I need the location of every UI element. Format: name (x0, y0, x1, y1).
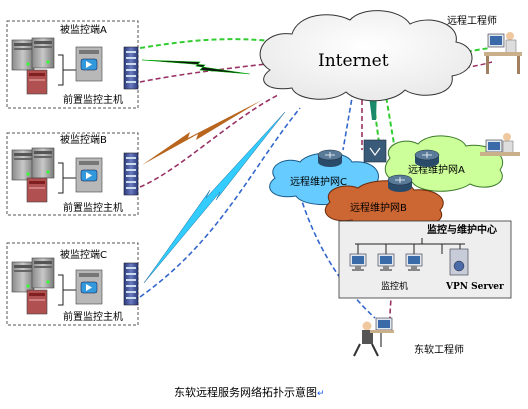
rack-c-icon (123, 262, 139, 306)
site-a-host-label: 前置监控主机 (63, 93, 123, 106)
monitor-host-icon (75, 157, 103, 193)
router-icon (387, 174, 413, 193)
neusoft-engineer: 东软工程师 (353, 317, 464, 357)
person-icon (362, 321, 372, 331)
monitoring-center-title: 监控与维护中心 (427, 223, 497, 236)
monitor-host-icon (75, 46, 103, 82)
neusoft-engineer-label: 东软工程师 (414, 343, 464, 356)
site-a-box (6, 20, 139, 109)
site-b-bolt-link (142, 100, 262, 165)
server-icon (26, 177, 48, 203)
site-c-label: 被监控端C (60, 248, 107, 261)
paragraph-mark: ↵ (317, 389, 325, 399)
site-c-blue-link (139, 107, 301, 298)
site-a-bolt-link (141, 59, 251, 75)
monitored-site-b: 被监控端B 前置监控主机 (6, 132, 139, 216)
person-body (362, 330, 373, 344)
router-icon (317, 149, 343, 168)
network-a-cloud (384, 135, 504, 192)
person-icon (503, 133, 511, 141)
site-a-purple-link (139, 61, 286, 83)
monitored-site-c: 被监控端C 前置监控主机 (6, 242, 139, 326)
monitoring-center: 监控与维护中心 监控机 VPN Server (338, 220, 512, 299)
site-a-green-link (139, 38, 281, 49)
server-icon (11, 39, 35, 71)
site-b-host-label: 前置监控主机 (63, 201, 123, 214)
site-b-label: 被监控端B (60, 133, 107, 146)
server-icon (26, 69, 48, 95)
site-c-host-label: 前置监控主机 (63, 310, 123, 323)
remote-engineer-label: 远程工程师 (447, 14, 497, 27)
person-icon (506, 32, 514, 40)
monitor-label: 监控机 (381, 280, 408, 292)
rack-a-icon (123, 46, 139, 90)
site-a-label: 被监控端A (60, 23, 107, 36)
network-b-label: 远程维护网B (350, 201, 407, 214)
internet-cloud-shape (259, 10, 473, 102)
internet-cloud: Internet (259, 10, 473, 102)
server-icon (11, 149, 35, 181)
monitor-host-icon (75, 269, 103, 305)
network-a-engineer (480, 133, 520, 156)
monitoring-center-box (338, 220, 512, 299)
maintenance-network-b: 远程维护网B (324, 180, 444, 230)
server-icon (31, 37, 55, 69)
switch-icon (363, 139, 387, 163)
site-b-purple-link (139, 94, 279, 188)
router-icon (414, 149, 440, 168)
rack-b-icon (123, 152, 139, 196)
monitored-site-a: 被监控端A 前置监控主机 (6, 20, 139, 109)
server-icon (31, 147, 55, 179)
diagram-caption: 东软远程服务网络拓扑示意图↵ (174, 385, 325, 399)
site-c-bolt-link (143, 111, 286, 284)
vpn-server-label: VPN Server (445, 282, 504, 292)
server-icon (31, 257, 55, 289)
vpn-server-icon (449, 248, 469, 276)
network-b-cloud (324, 180, 444, 230)
server-icon (11, 261, 35, 293)
internet-label: Internet (318, 51, 389, 71)
remote-engineer: 远程工程师 (447, 14, 522, 74)
server-icon (26, 289, 48, 315)
caption-text: 东软远程服务网络拓扑示意图 (174, 385, 317, 399)
network-c-label: 远程维护网C (290, 175, 347, 188)
